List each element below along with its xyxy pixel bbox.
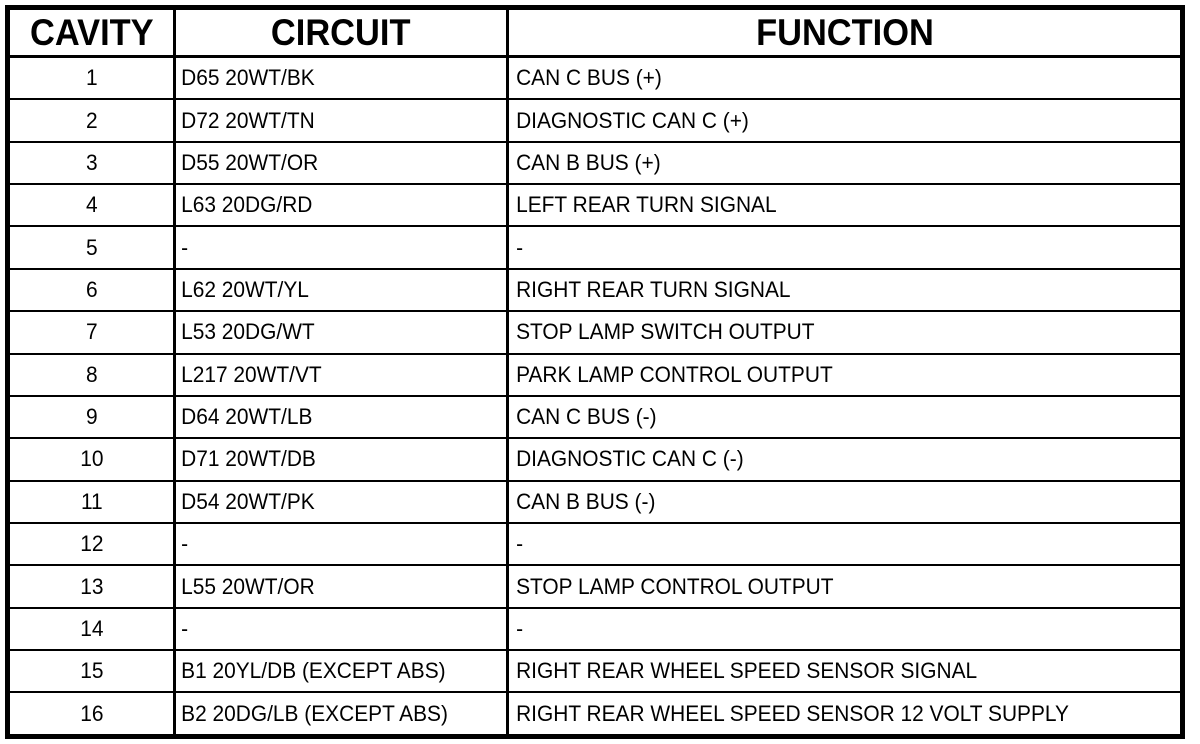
column-header-function: FUNCTION [531,7,1159,58]
function-cell: RIGHT REAR WHEEL SPEED SENSOR SIGNAL [507,649,1149,693]
circuit-cell: - [174,606,493,651]
column-header-circuit: CIRCUIT [185,7,498,58]
circuit-cell: D72 20WT/TN [174,98,493,142]
function-cell: RIGHT REAR TURN SIGNAL [507,267,1149,312]
circuit-cell: L53 20DG/WT [174,310,493,354]
circuit-cell: B2 20DG/LB (EXCEPT ABS) [174,691,493,737]
cavity-cell: 16 [11,691,172,737]
circuit-cell: L217 20WT/VT [174,352,493,396]
circuit-cell: D71 20WT/DB [174,437,493,481]
function-cell: DIAGNOSTIC CAN C (+) [507,98,1149,142]
cavity-cell: 7 [11,310,172,354]
table-header: CAVITY CIRCUIT FUNCTION [8,7,1183,58]
table-header-row: CAVITY CIRCUIT FUNCTION [8,7,1183,58]
column-header-cavity: CAVITY [13,7,170,58]
circuit-cell: - [174,225,493,269]
cavity-cell: 11 [11,479,172,523]
cavity-cell: 3 [11,140,172,185]
function-cell: - [507,606,1149,651]
function-cell: PARK LAMP CONTROL OUTPUT [507,352,1149,396]
cavity-cell: 4 [11,183,172,227]
function-cell: STOP LAMP CONTROL OUTPUT [507,564,1149,608]
circuit-cell: - [174,521,493,566]
cavity-cell: 15 [11,649,172,693]
function-cell: DIAGNOSTIC CAN C (-) [507,437,1149,481]
cavity-cell: 14 [11,606,172,651]
function-cell: CAN B BUS (+) [507,140,1149,185]
function-cell: STOP LAMP SWITCH OUTPUT [507,310,1149,354]
function-cell: - [507,225,1149,269]
circuit-cell: B1 20YL/DB (EXCEPT ABS) [174,649,493,693]
table-row: 14-- [8,606,1183,651]
circuit-cell: D65 20WT/BK [174,56,493,100]
function-cell: - [507,521,1149,566]
cavity-cell: 8 [11,352,172,396]
cavity-cell: 6 [11,267,172,312]
circuit-cell: L62 20WT/YL [174,267,493,312]
function-cell: CAN C BUS (-) [507,394,1149,439]
cavity-cell: 1 [11,56,172,100]
table-row: 12-- [8,521,1183,566]
circuit-cell: L55 20WT/OR [174,564,493,608]
circuit-cell: L63 20DG/RD [174,183,493,227]
cavity-cell: 9 [11,394,172,439]
function-cell: CAN C BUS (+) [507,56,1149,100]
cavity-cell: 5 [11,225,172,269]
circuit-cell: D64 20WT/LB [174,394,493,439]
circuit-cell: D54 20WT/PK [174,479,493,523]
function-cell: RIGHT REAR WHEEL SPEED SENSOR 12 VOLT SU… [507,691,1149,737]
cavity-cell: 13 [11,564,172,608]
function-cell: LEFT REAR TURN SIGNAL [507,183,1149,227]
cavity-cell: 2 [11,98,172,142]
cavity-cell: 12 [11,521,172,566]
cavity-cell: 10 [11,437,172,481]
table-row: 5-- [8,225,1183,269]
circuit-cell: D55 20WT/OR [174,140,493,185]
function-cell: CAN B BUS (-) [507,479,1149,523]
